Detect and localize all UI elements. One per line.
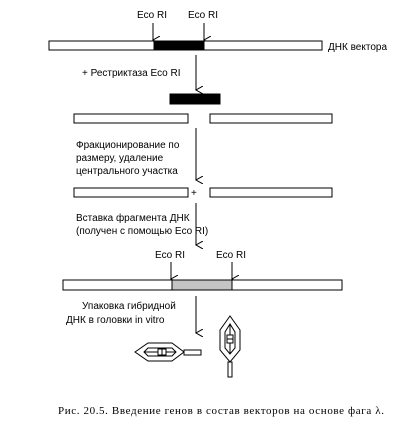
hybrid-dna-inserted-fragment <box>171 279 233 291</box>
vector-dna-right-arm <box>203 40 323 51</box>
figure-caption: Рис. 20.5. Введение генов в состав векто… <box>58 405 384 417</box>
insertion-label-line2: (получен с помощью Eco RI) <box>76 226 208 237</box>
vector-dna-label: ДНК вектора <box>328 42 387 53</box>
packaging-label-line1: Упаковка гибридной <box>82 300 176 312</box>
plus-sign: + <box>191 188 197 199</box>
cleaved-left-arm <box>73 113 189 124</box>
vector-dna-central-region <box>153 40 205 51</box>
fractionation-label-line2: размеру, удаление <box>76 153 164 164</box>
fractionation-label-line1: Фракционирование по <box>76 140 180 151</box>
cleaved-right-arm <box>209 113 333 124</box>
separated-right-arm <box>209 187 333 198</box>
fractionation-label-line3: центрального участка <box>76 166 178 177</box>
eco-ri-label-hybrid-left: Eco RI <box>155 250 185 261</box>
separated-left-arm <box>73 187 189 198</box>
phage-particle-vertical <box>219 315 241 378</box>
restrictase-label: + Рестриктаза Eco RI <box>82 68 180 79</box>
eco-ri-label-left: Eco RI <box>137 10 167 21</box>
packaging-label-line2: ДНК в головки in vitro <box>66 315 165 326</box>
eco-ri-label-hybrid-right: Eco RI <box>216 250 246 261</box>
hybrid-dna-right-arm <box>231 279 343 291</box>
hybrid-dna-left-arm <box>62 279 173 291</box>
insertion-label-line1: Вставка фрагмента ДНК <box>76 212 190 224</box>
vector-dna-left-arm <box>48 40 155 51</box>
eco-ri-label-right: Eco RI <box>188 10 218 21</box>
phage-particle-horizontal <box>134 342 202 362</box>
excised-central-fragment <box>169 93 221 105</box>
